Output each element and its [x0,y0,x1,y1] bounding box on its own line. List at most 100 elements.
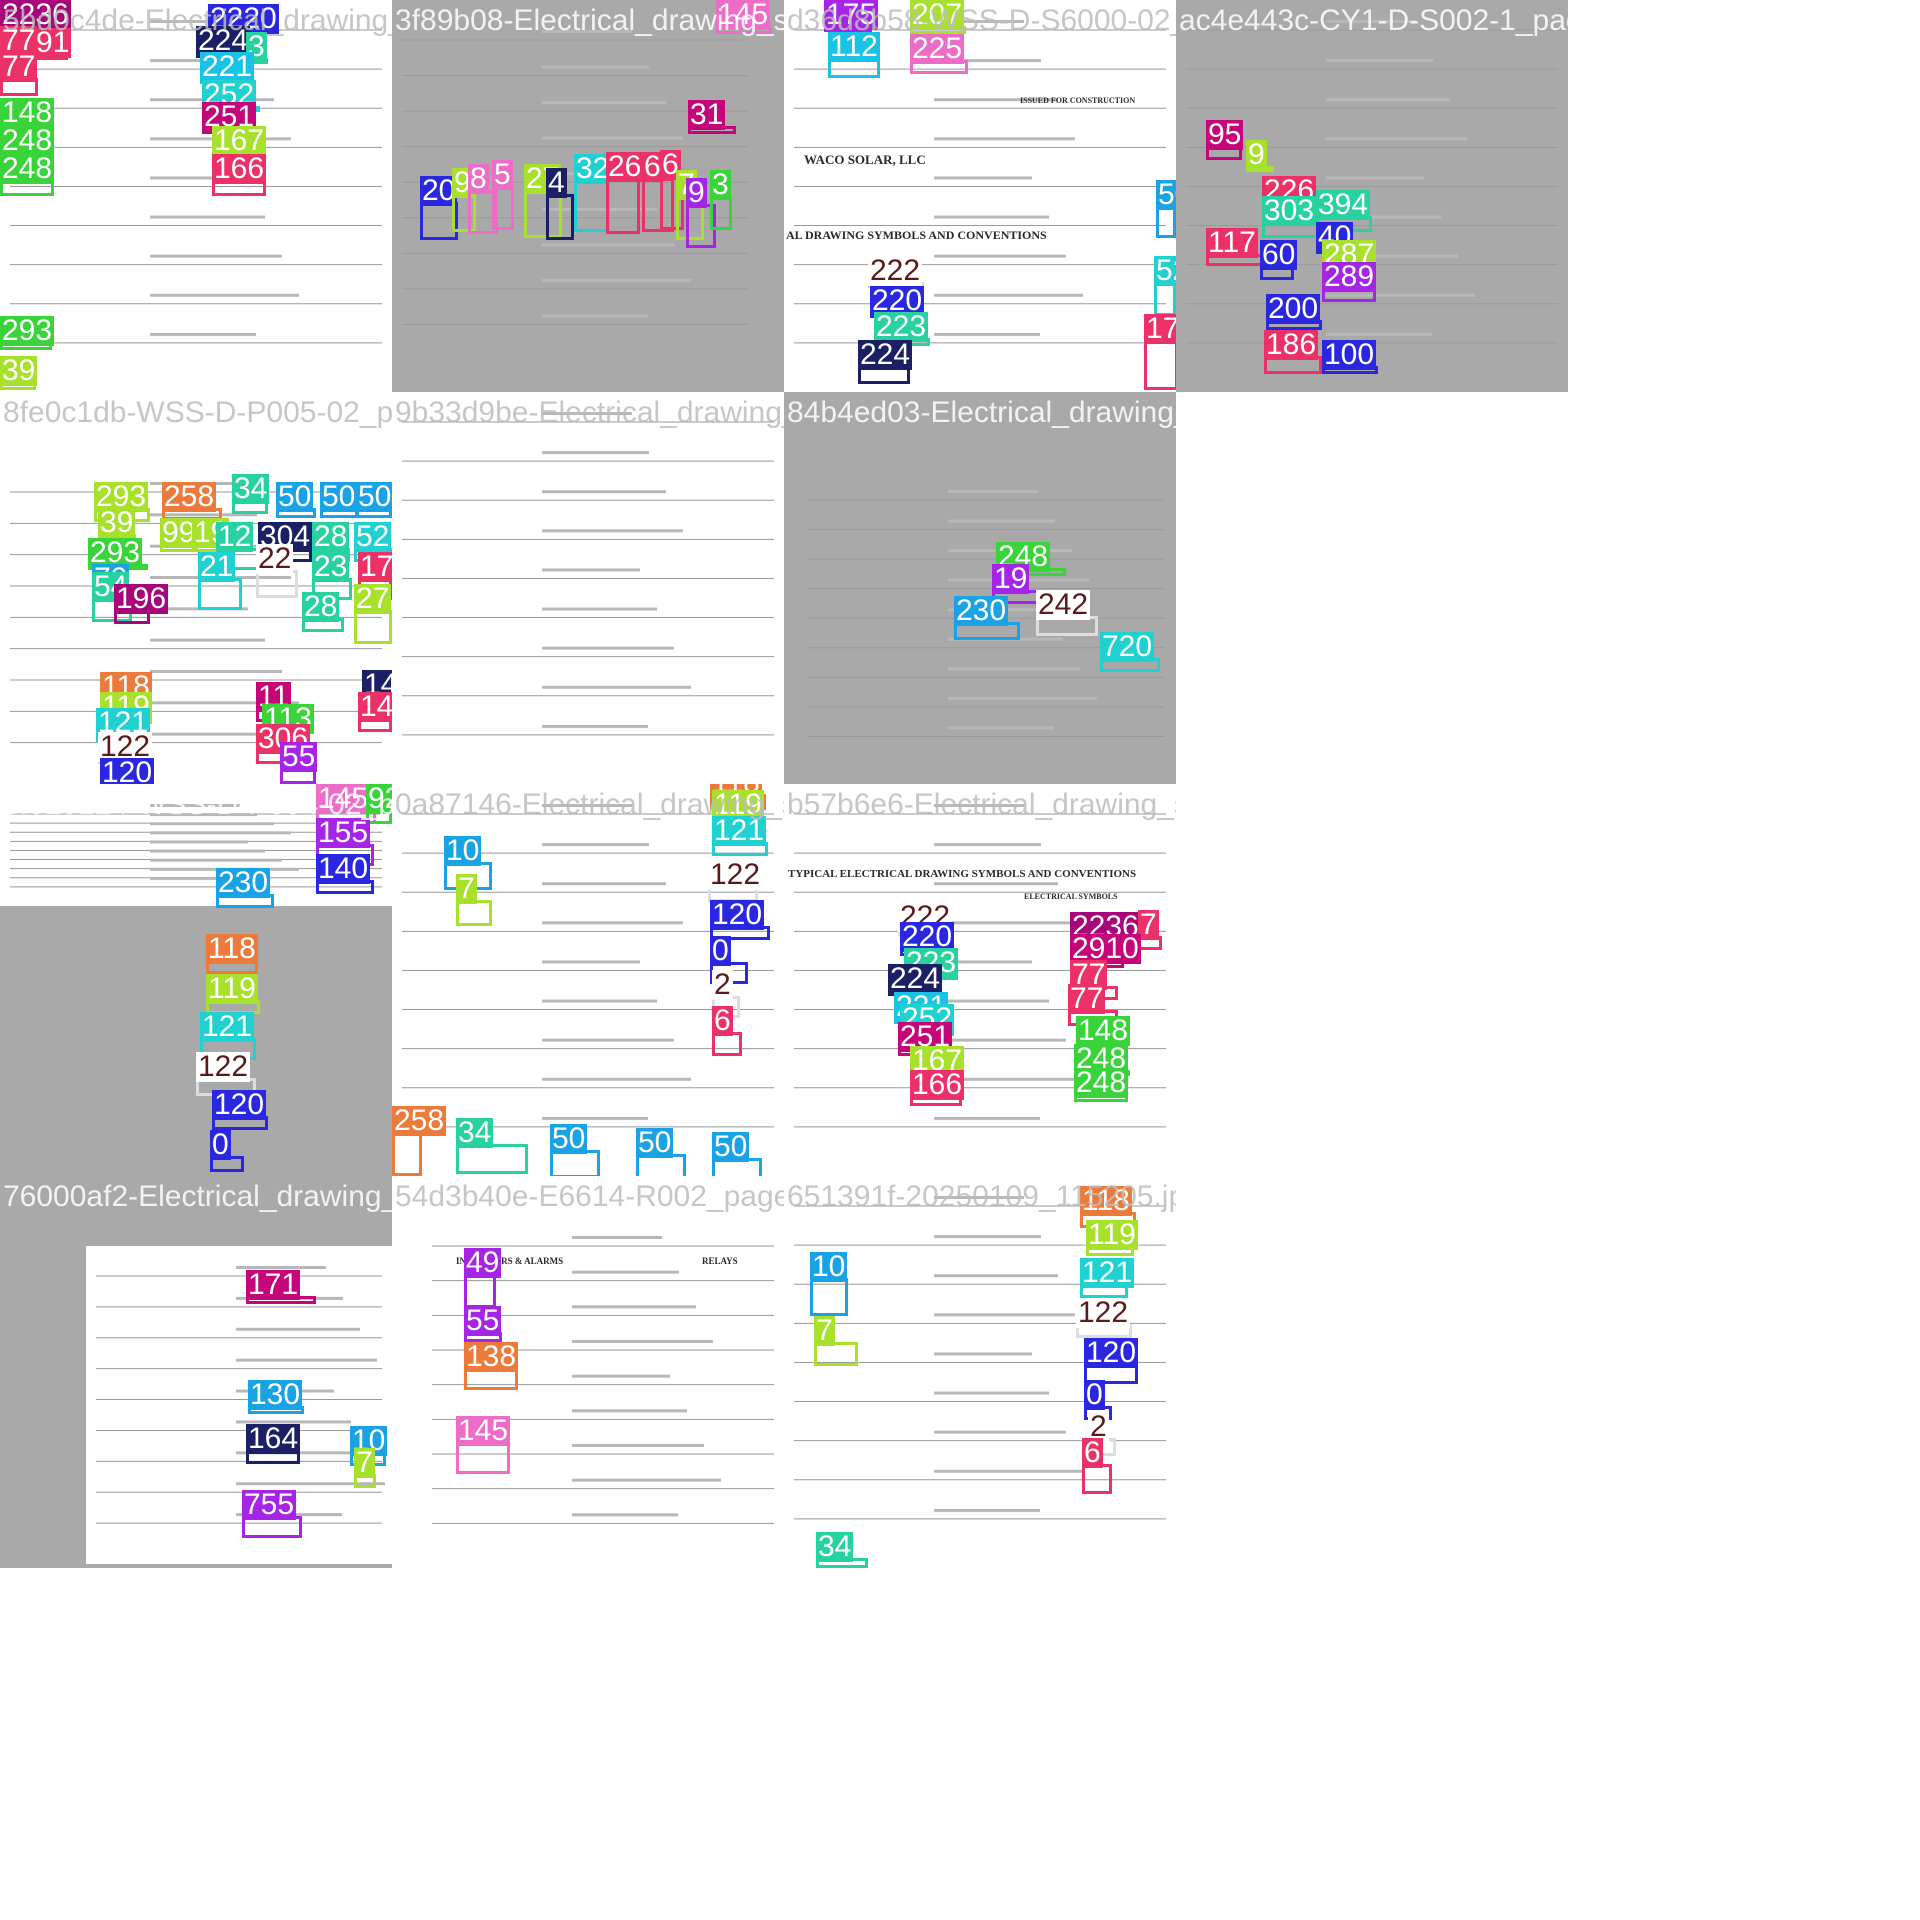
text-stub [934,1038,1066,1042]
detection-label: 34 [456,1116,494,1149]
detection-box [710,196,732,230]
tile-filename: 651391f-20250109_115205.jpg [787,1180,1176,1213]
detection-label: 248 [0,152,55,185]
text-stub [542,278,691,282]
text-stub [542,999,657,1003]
text-stub [1326,20,1416,23]
text-stub [542,568,640,572]
detection-label: 77 [0,24,38,57]
detection-label: 155 [316,816,371,849]
text-stub [542,207,657,211]
detection-label: 230 [216,866,271,899]
text-stub [150,813,257,817]
detection-label: 242 [1036,588,1091,621]
detection-label: 293 [94,480,149,513]
detection-label: 122 [708,858,763,891]
detection-box [546,194,574,240]
detection-label: 221 [200,50,255,83]
text-stub [542,1116,648,1120]
detection-box [810,1278,848,1316]
mosaic-tile: 9b33d9be-Electrical_drawing_symbols_and_ [392,392,784,784]
detection-label: 50 [636,1126,674,1159]
text-stub [948,490,1038,493]
drawing-sheet [784,0,1176,392]
text-stub [1326,137,1467,141]
detection-label: 60 [1260,238,1298,271]
detection-label: 119 [206,972,258,1005]
detection-label: 19 [992,562,1030,595]
text-stub [572,1478,721,1482]
detection-label: 8 [468,162,489,195]
text-stub [542,451,649,455]
detection-label: 164 [246,1422,301,1455]
detection-label: 52 [1154,256,1176,286]
text-stub [934,1469,1083,1473]
text-stub [934,20,1024,23]
detection-label: 200 [1266,292,1321,325]
detection-label: 7 [354,1446,375,1479]
tile-filename: 0a87146-Electrical_drawing_symbols_and_ [395,788,784,821]
text-stub [542,921,683,925]
text-stub [150,804,240,807]
text-stub [1326,176,1424,180]
detection-label: 121 [1080,1256,1135,1289]
text-stub [572,1236,662,1239]
text-stub [542,804,632,807]
text-stub [1326,98,1450,102]
drawing-sheet [0,0,392,392]
detection-label: 248 [0,124,55,157]
text-stub [150,670,282,673]
detection-label: 145 [316,784,371,815]
detection-label: 196 [114,582,169,615]
detection-label: 248 [1074,1066,1129,1099]
mosaic-tile: 145921551402301181191211221200ef010124-W… [0,784,392,1176]
detection-box [606,178,640,234]
text-stub [236,1327,360,1331]
detection-label: 303 [1262,194,1317,227]
text-stub [150,876,256,880]
detection-box [492,186,514,230]
text-stub [572,1513,678,1517]
detection-label: 0 [210,1128,231,1161]
detection-label: 4 [546,166,567,199]
drawing-sheet [784,784,1176,1176]
detection-label: 6 [642,150,663,183]
detection-label: 23 [312,550,350,583]
text-stub [542,314,648,318]
detection-label: 26 [606,150,644,183]
text-stub [1326,215,1441,219]
detection-label: 130 [248,1378,303,1411]
tile-filename: 8fe0c1db-WSS-D-P005-02_page_1.jpg [3,396,392,429]
detection-label: 720 [1100,630,1155,663]
tile-filename: 9b33d9be-Electrical_drawing_symbols_and_ [395,396,784,429]
text-stub [934,1313,1075,1317]
text-stub [948,726,1054,730]
tile-filename: 54d3b40e-E6614-R002_page_1.jpg [395,1180,784,1213]
detection-label: 2236 [0,0,71,31]
detection-label: 6 [1082,1436,1103,1469]
text-stub [150,822,274,826]
detection-label: 293 [88,536,143,569]
detection-label: 55 [280,740,318,773]
detection-label: 95 [1206,118,1244,151]
detection-label: 39 [98,506,136,539]
detection-label: 138 [464,1340,519,1373]
detection-label: 145 [456,1414,511,1447]
detection-label: 3 [710,168,731,201]
text-stub [572,1340,713,1343]
detection-label: 92 [366,784,392,814]
text-stub [934,921,1075,925]
schematic-lines [808,490,1164,737]
detection-label: 118 [1080,1184,1132,1217]
text-stub [150,215,265,219]
detection-label: 39 [0,354,38,387]
text-stub [150,840,248,844]
text-stub [236,1482,385,1486]
drawing-text-heading: AL DRAWING SYMBOLS AND CONVENTIONS [786,228,1047,242]
text-stub [948,696,1097,700]
